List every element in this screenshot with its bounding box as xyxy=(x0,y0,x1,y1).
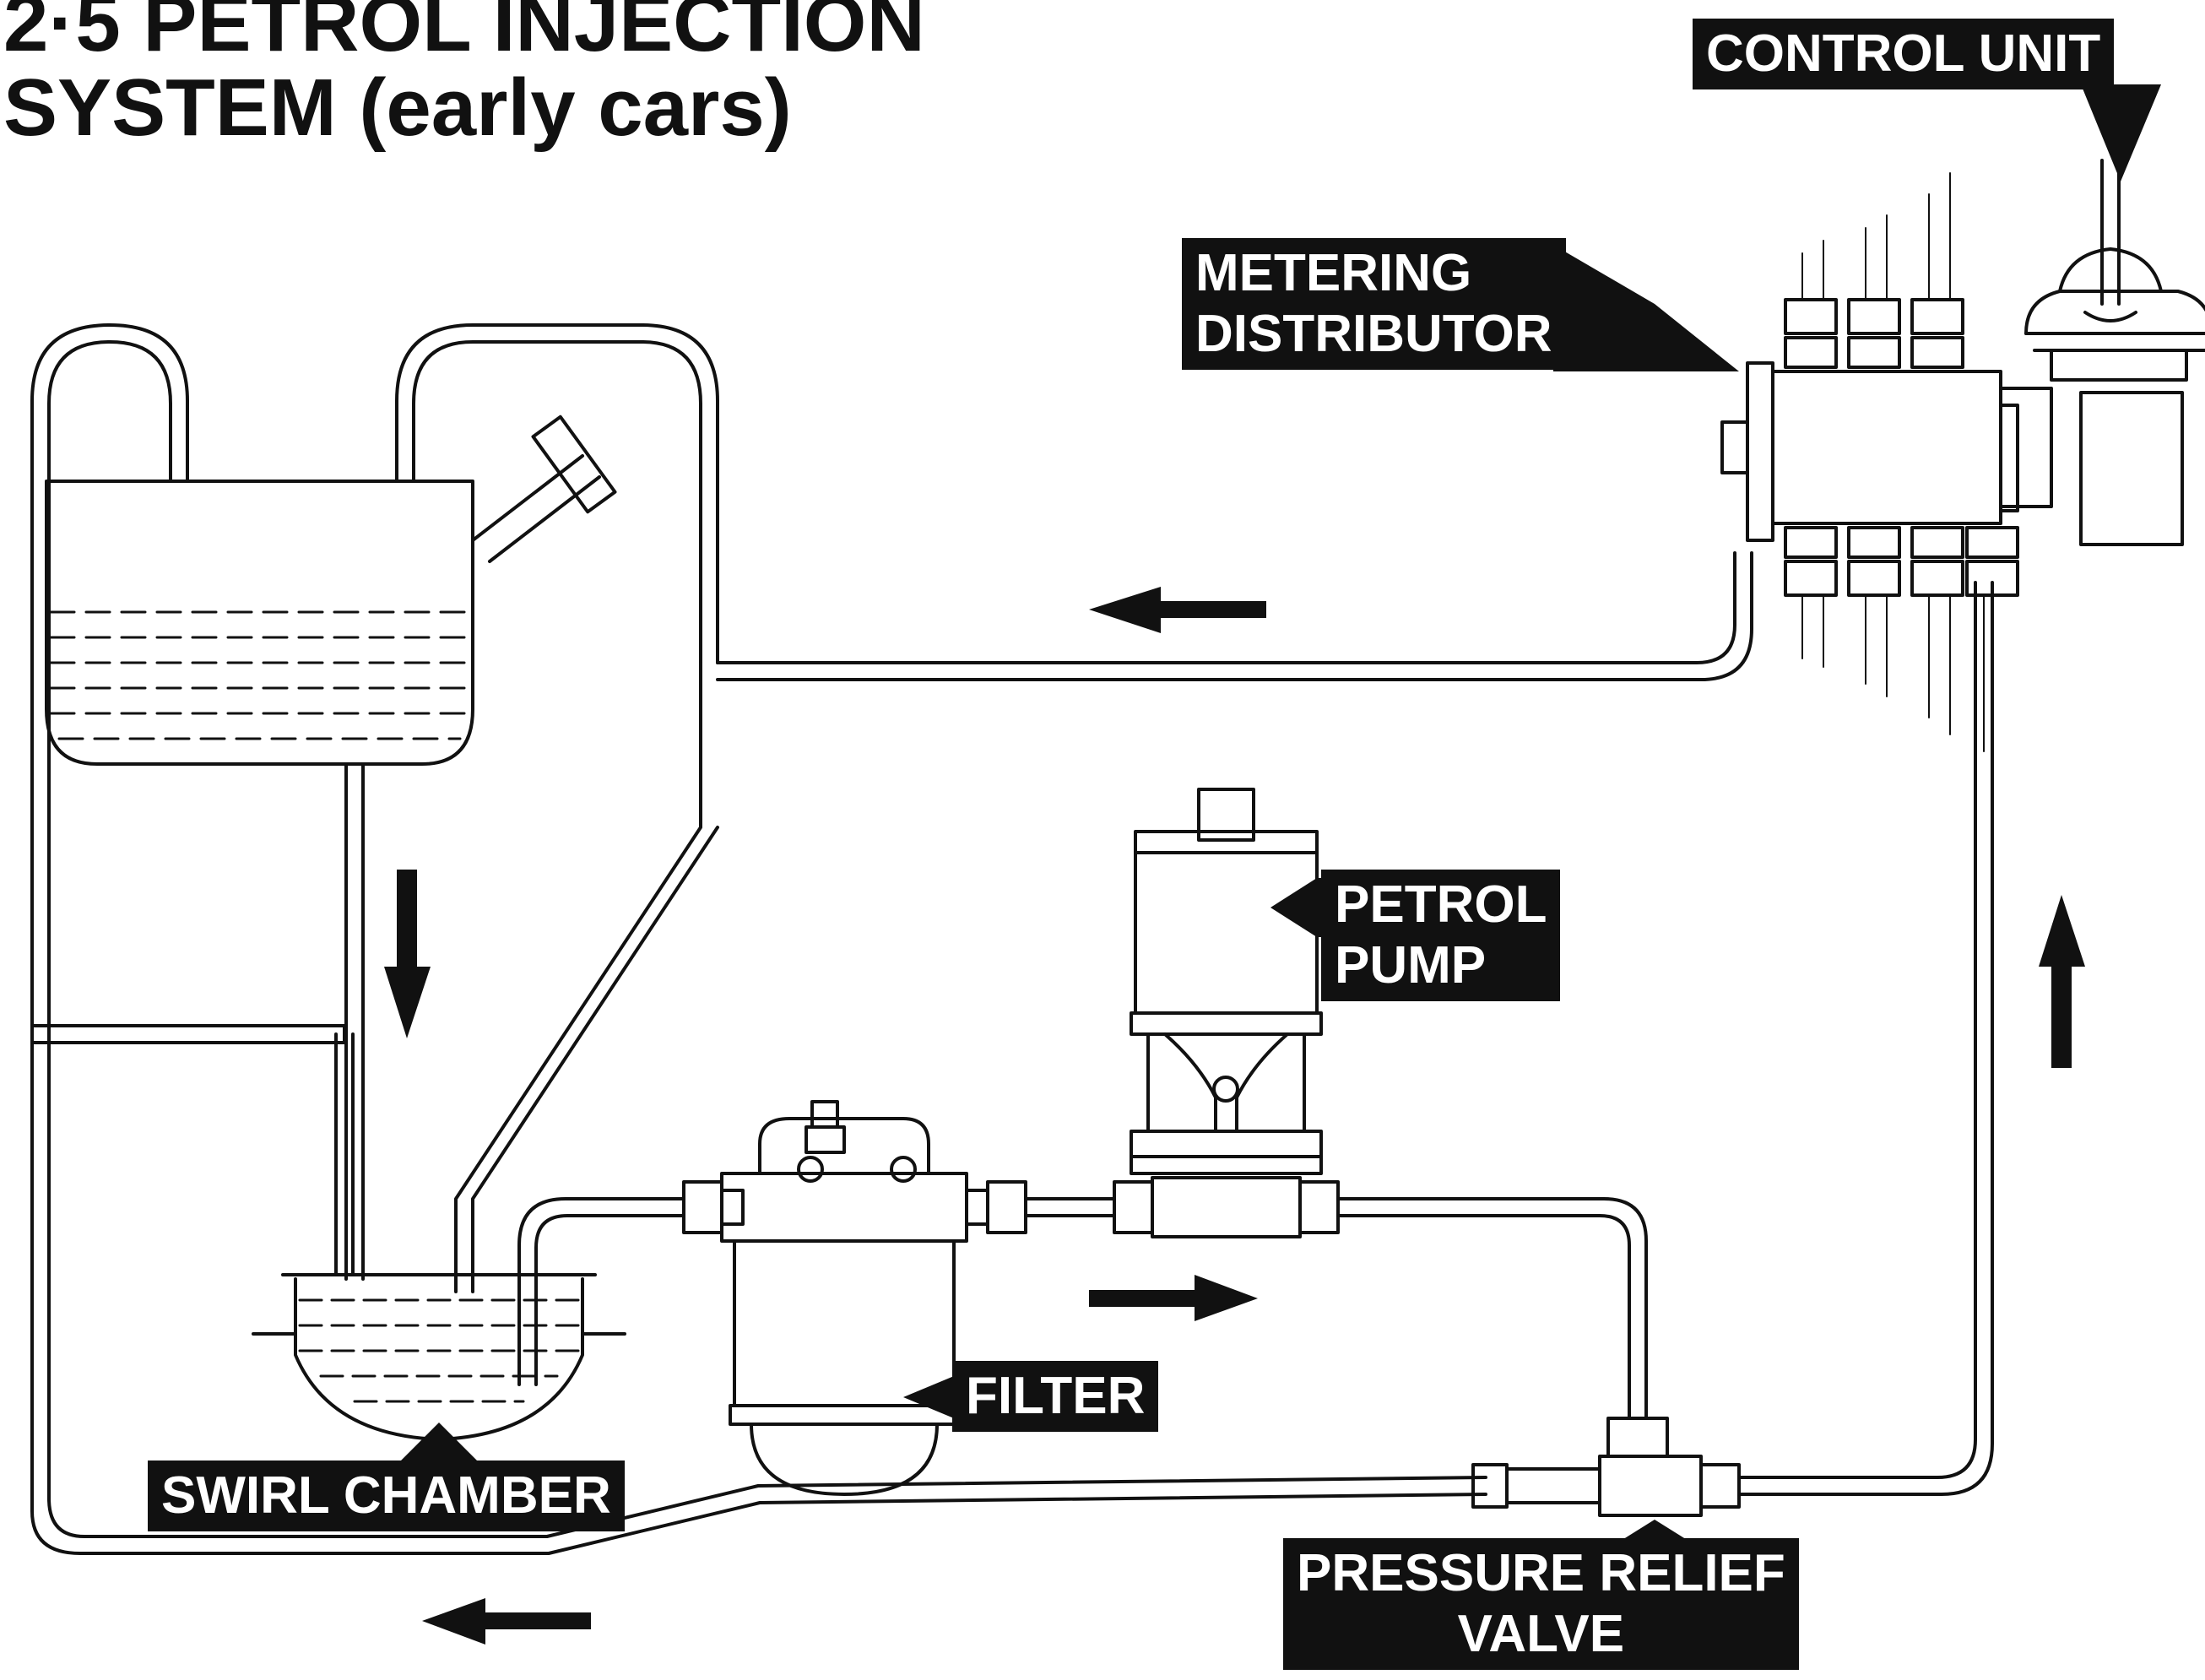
label-petrol-line-1: PETROL xyxy=(1335,875,1547,934)
flow-arrow-left-top xyxy=(1089,587,1266,633)
flow-arrow-up xyxy=(2039,895,2085,1068)
label-relief-line-1: PRESSURE RELIEF xyxy=(1297,1544,1785,1602)
swirl-chamber xyxy=(252,1197,685,1441)
label-control-unit-text: CONTROL UNIT xyxy=(1706,24,2101,83)
petrol-pump xyxy=(1113,788,1340,1238)
distributor-return-line xyxy=(716,551,1736,664)
metering-pointer xyxy=(1553,245,1739,371)
metering-distributor xyxy=(1720,172,2053,752)
label-filter-text: FILTER xyxy=(966,1367,1146,1425)
title-line-1: 2·5 PETROL INJECTION xyxy=(3,0,925,68)
label-petrol-line-2: PUMP xyxy=(1335,936,1487,994)
fuel-tank xyxy=(45,415,617,766)
label-control-unit: CONTROL UNIT xyxy=(1693,19,2115,89)
pump-outlet-line xyxy=(1336,1197,1648,1420)
label-swirl-chamber-text: SWIRL CHAMBER xyxy=(161,1466,611,1525)
filter-pointer xyxy=(903,1376,954,1418)
title-line-2: SYSTEM (early cars) xyxy=(3,62,792,153)
label-filter: FILTER xyxy=(952,1361,1159,1432)
relief-valve-pointer xyxy=(1621,1520,1688,1541)
filter xyxy=(682,1100,1027,1496)
label-metering-line-2: DISTRIBUTOR xyxy=(1195,305,1552,363)
label-metering-line-1: METERING xyxy=(1195,244,1472,302)
pump-pointer xyxy=(1270,878,1325,937)
control-unit xyxy=(2024,159,2205,546)
label-petrol-pump: PETROL PUMP xyxy=(1321,870,1561,1001)
return-line xyxy=(30,1024,1487,1555)
label-metering-distributor: METERING DISTRIBUTOR xyxy=(1182,238,1566,370)
page-title: 2·5 PETROL INJECTION SYSTEM (early cars) xyxy=(3,0,925,150)
vent-loops xyxy=(30,323,719,1293)
label-pressure-relief-valve: PRESSURE RELIEF VALVE xyxy=(1283,1538,1799,1670)
tank-feed-pipe xyxy=(344,762,365,1281)
flow-arrow-left-bottom xyxy=(422,1598,591,1645)
pressure-relief-valve xyxy=(1471,581,1994,1517)
flow-arrow-right xyxy=(1089,1275,1258,1321)
filter-pump-line xyxy=(1024,1197,1116,1217)
label-relief-line-2: VALVE xyxy=(1457,1605,1625,1663)
swirl-chamber-pointer xyxy=(397,1423,481,1465)
flow-arrow-down xyxy=(384,870,431,1038)
control-unit-pointer xyxy=(2081,84,2161,182)
label-swirl-chamber: SWIRL CHAMBER xyxy=(148,1461,625,1531)
